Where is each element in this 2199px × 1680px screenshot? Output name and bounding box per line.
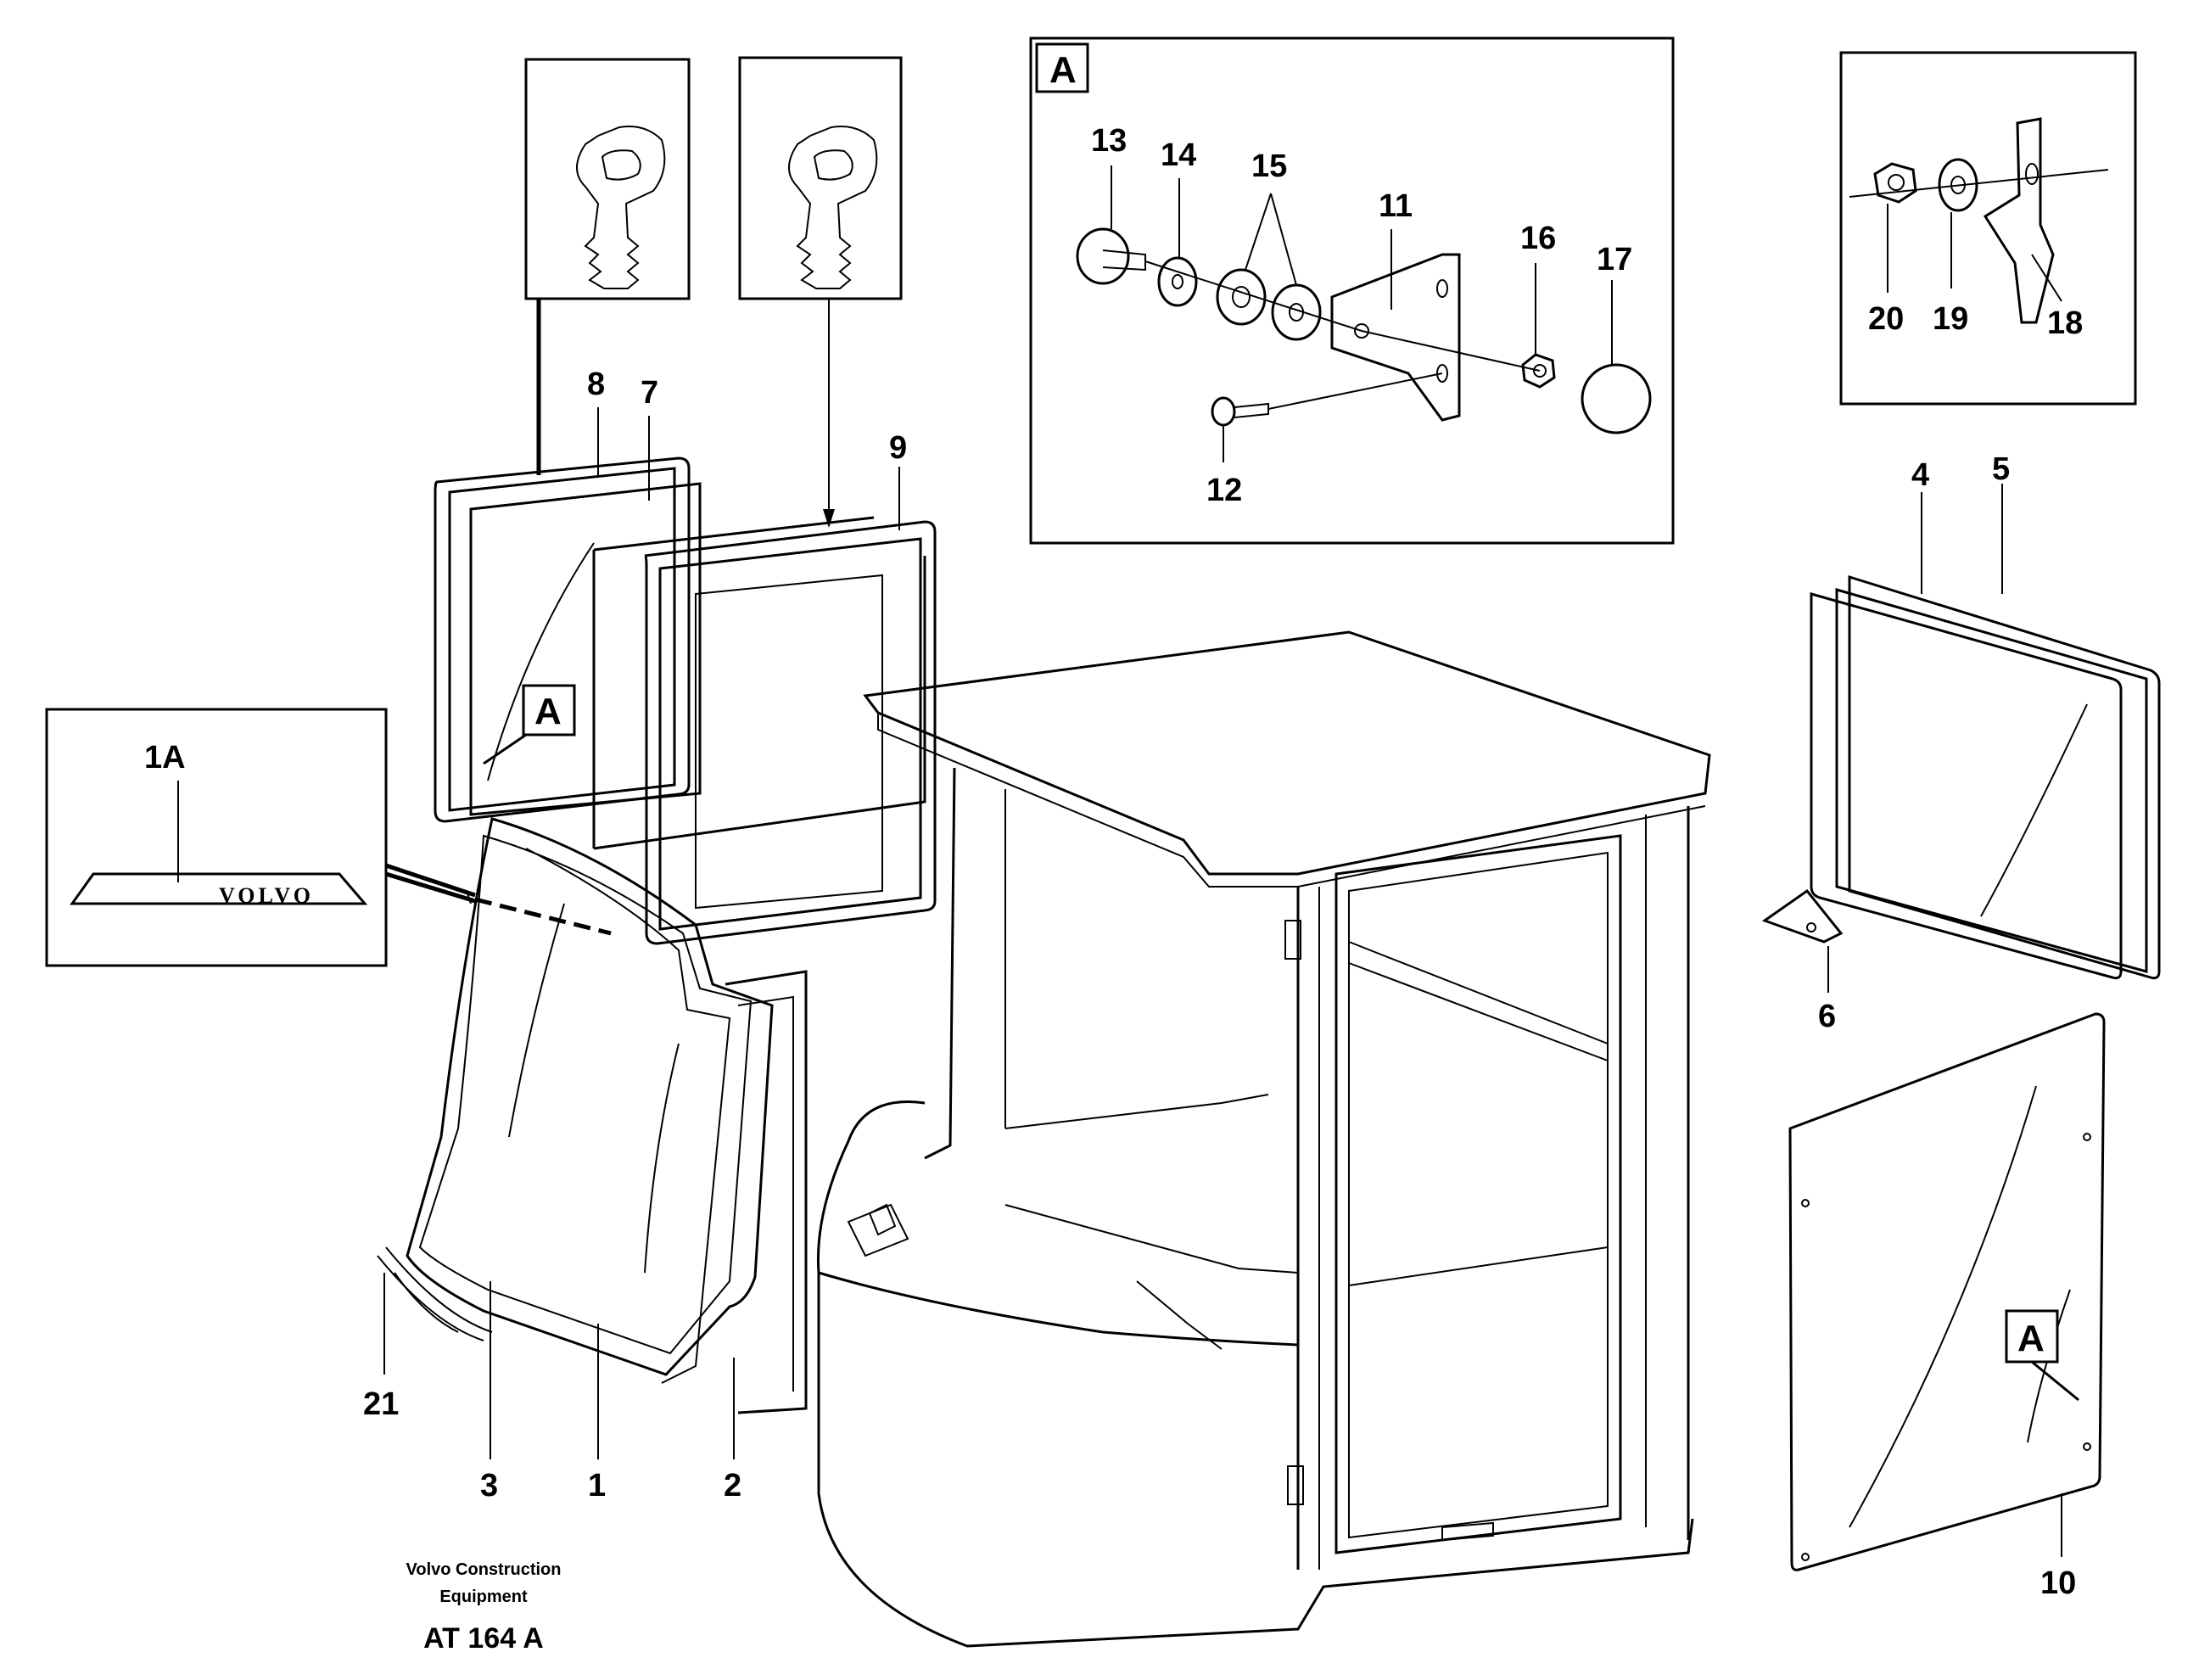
windshield-assembly [377, 817, 808, 1414]
ref-box-a-left [522, 684, 576, 736]
callout-14: 14 [1161, 137, 1196, 173]
rear-window-panels [1761, 574, 2161, 980]
arrow-head [823, 509, 835, 528]
callout-1a: 1A [144, 740, 186, 776]
side-window-panels [434, 456, 937, 945]
footer-company-line1: Volvo Construction [406, 1560, 562, 1579]
volvo-emblem-text: VOLVO [219, 883, 314, 908]
callout-1: 1 [588, 1468, 606, 1504]
door-glass-panel [1788, 1012, 2106, 1571]
callout-2: 2 [724, 1468, 741, 1504]
callout-19: 19 [1933, 301, 1968, 337]
callout-15: 15 [1251, 148, 1287, 184]
callout-13: 13 [1091, 123, 1127, 159]
callout-4: 4 [1911, 457, 1929, 493]
callout-leaders [177, 165, 2062, 1557]
callout-7: 7 [641, 375, 658, 411]
detail-bracket-box [1839, 51, 2137, 406]
callout-12: 12 [1206, 473, 1242, 508]
callout-16: 16 [1520, 221, 1556, 256]
callout-6: 6 [1818, 999, 1836, 1034]
seal-profile-inset-left [524, 58, 691, 300]
callout-21: 21 [363, 1386, 399, 1422]
seal-profile-inset-right [738, 56, 903, 300]
emblem-inset-box [45, 708, 476, 967]
callout-8: 8 [587, 367, 605, 402]
callout-9: 9 [889, 430, 907, 466]
callout-17: 17 [1597, 242, 1632, 277]
callout-11: 11 [1379, 188, 1413, 224]
ref-box-a-door [2005, 1309, 2059, 1364]
ref-a-label-door: A [2017, 1318, 2045, 1359]
detail-a-box [1029, 36, 1675, 545]
callout-3: 3 [480, 1468, 498, 1504]
callout-18: 18 [2047, 305, 2083, 341]
cab-body [816, 630, 1711, 1648]
detail-a-label: A [1049, 49, 1077, 91]
leader-line [2031, 1360, 2079, 1402]
ref-a-label-left: A [534, 691, 562, 732]
drawing-id: AT 164 A [423, 1622, 544, 1655]
callout-5: 5 [1992, 451, 2010, 487]
callout-10: 10 [2040, 1565, 2076, 1601]
leader-line [483, 733, 527, 765]
callout-20: 20 [1868, 301, 1904, 337]
footer-company-line2: Equipment [439, 1588, 528, 1606]
